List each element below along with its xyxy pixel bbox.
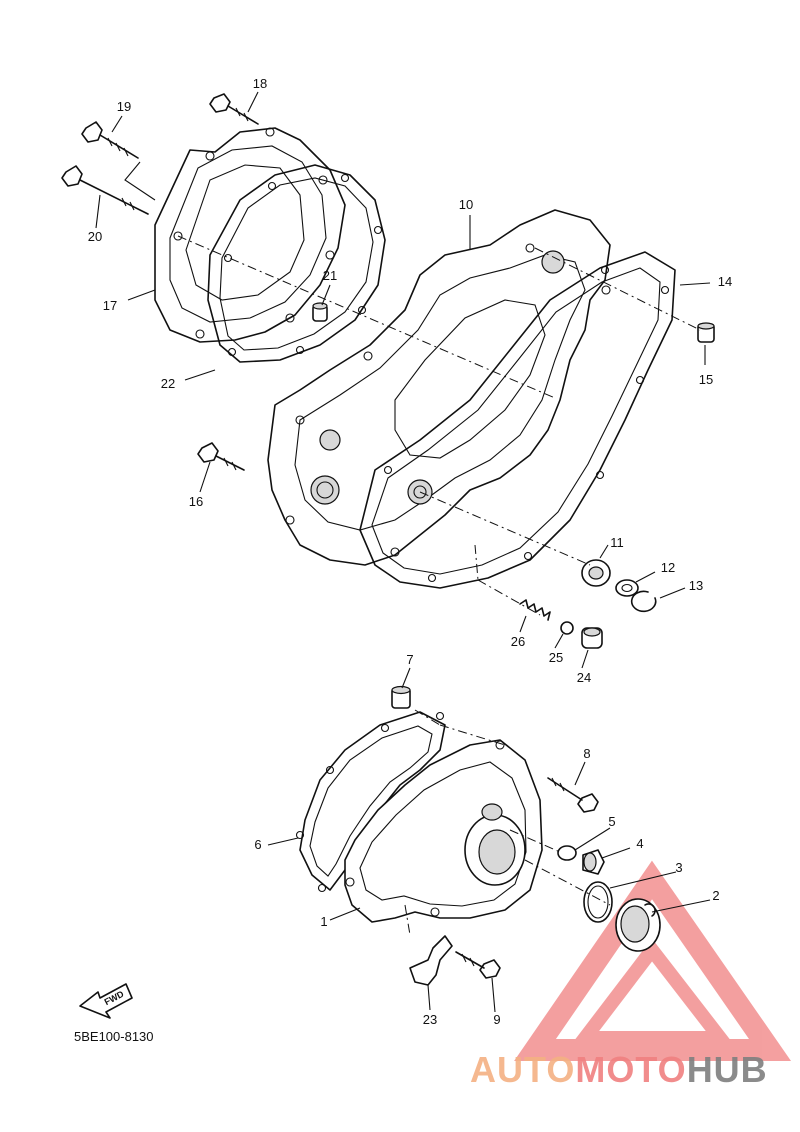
bolt-19 [81,121,139,159]
callout-19: 19 [117,99,131,114]
leader-lines [95,91,711,1013]
callout-11: 11 [610,535,624,550]
generator-cover-1 [344,739,543,923]
collar-24 [581,627,603,649]
o-ring-5 [557,845,577,861]
gasket-14 [359,251,676,589]
gasket-22 [207,164,386,363]
bolt-8 [547,777,599,813]
ball-25 [560,621,574,635]
callout-4: 4 [636,836,643,851]
callout-15: 15 [699,372,713,387]
callout-17: 17 [103,298,117,313]
bolt-16 [197,442,245,471]
callout-24: 24 [577,670,591,685]
dowel-pin-15 [697,322,715,343]
callout-6: 6 [254,837,261,852]
watermark-hub: HUB [687,1049,768,1090]
callout-1: 1 [320,914,327,929]
bolt-20 [61,165,149,215]
dowel-pin-21 [312,302,328,322]
callout-14: 14 [718,274,732,289]
dowel-pin-7 [391,685,411,709]
gasket-6 [295,711,446,893]
callout-25: 25 [549,650,563,665]
callout-2: 2 [712,888,719,903]
callout-26: 26 [511,634,525,649]
callout-8: 8 [583,746,590,761]
washer-12 [615,579,639,597]
callout-labels: 18 19 20 17 22 10 21 14 15 16 11 12 13 2… [88,76,732,1027]
callout-12: 12 [661,560,675,575]
callout-13: 13 [689,578,703,593]
spring-26 [519,599,551,621]
watermark-auto: AUTO [470,1049,575,1090]
callout-16: 16 [189,494,203,509]
callout-22: 22 [161,376,175,391]
callout-21: 21 [323,268,337,283]
watermark-text: AUTOMOTOHUB [470,1049,768,1090]
forward-arrow-icon: FWD [79,983,133,1019]
diagram-code: 5BE100-8130 [74,1029,154,1044]
callout-5: 5 [608,814,615,829]
circlip-13 [630,590,657,613]
cap-2 [615,898,661,952]
oil-seal-11 [581,559,611,587]
watermark-moto: MOTO [575,1049,686,1090]
bolt-9 [455,951,501,979]
svg-text:AUTOMOTOHUB: AUTOMOTOHUB [470,1049,768,1090]
callout-3: 3 [675,860,682,875]
watermark-logo [514,860,792,1061]
callout-20: 20 [88,229,102,244]
clamp-23 [409,935,453,986]
plug-4 [582,849,605,875]
center-lines [124,161,701,936]
bolt-18 [209,93,259,125]
callout-10: 10 [459,197,473,212]
callout-7: 7 [406,652,413,667]
callout-18: 18 [253,76,267,91]
o-ring-3 [583,881,613,923]
callout-23: 23 [423,1012,437,1027]
callout-9: 9 [493,1012,500,1027]
